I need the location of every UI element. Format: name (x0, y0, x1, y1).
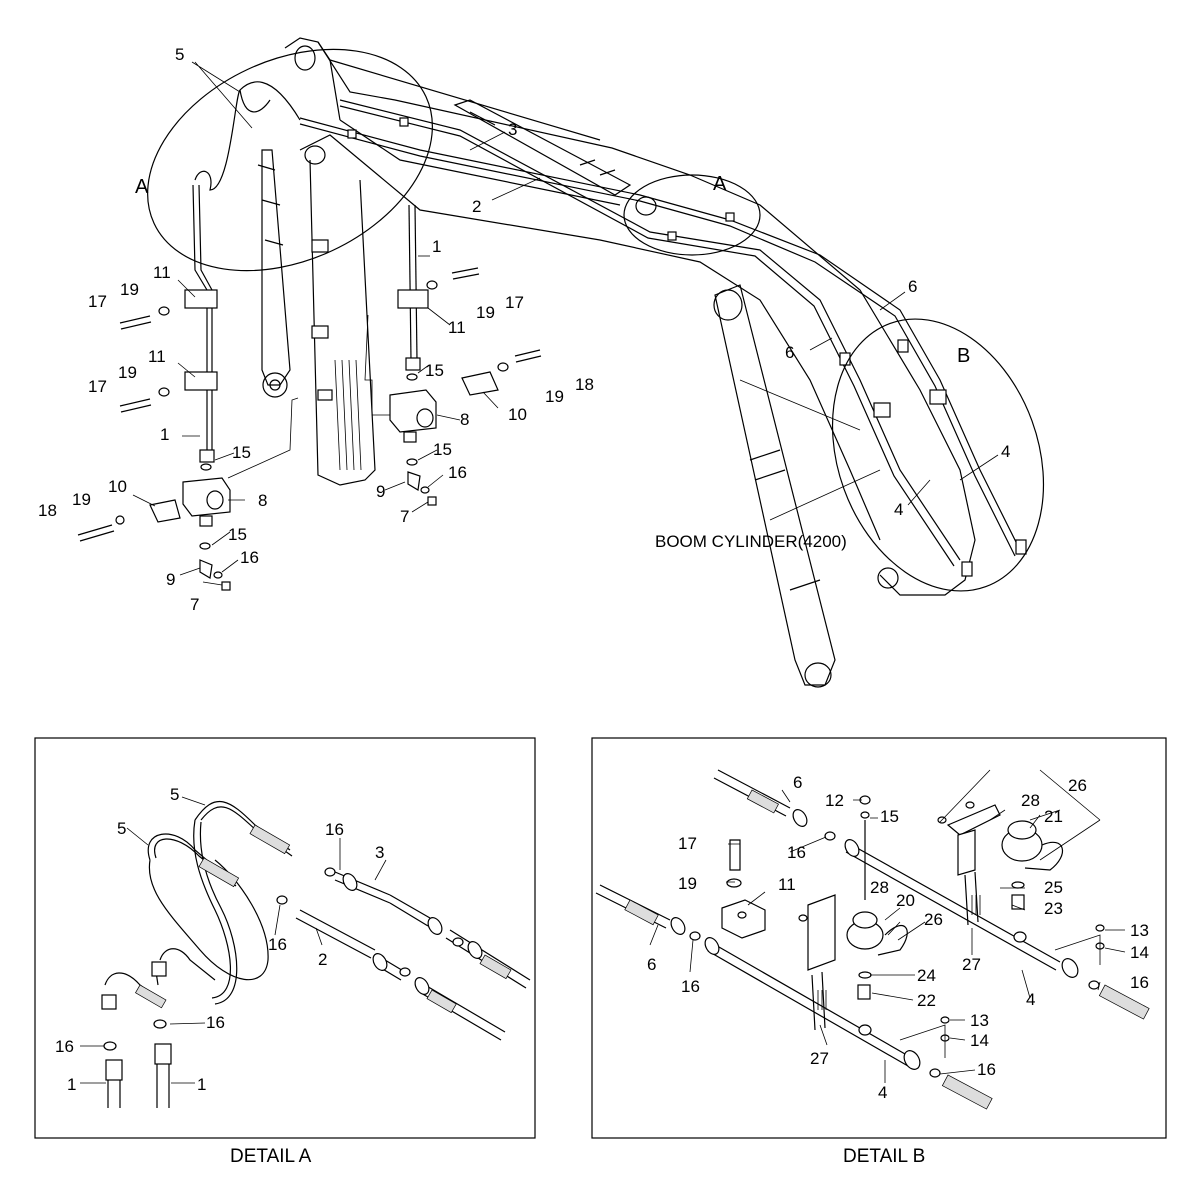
detail-label-b: B (957, 345, 970, 367)
boom-cylinder-label: BOOM CYLINDER(4200) (655, 532, 847, 551)
callout-4-left: 4 (894, 500, 903, 519)
detail-b-caption: DETAIL B (843, 1146, 925, 1167)
detail-a-callout-16-mid: 16 (268, 935, 287, 954)
detail-a-callout-16-top: 16 (325, 820, 344, 839)
detail-a-callout-5-mid: 5 (117, 819, 126, 838)
detail-b-callout-14-low: 14 (970, 1031, 989, 1050)
detail-b-callout-14-top: 14 (1130, 943, 1149, 962)
callout-8-right: 8 (460, 410, 469, 429)
callout-15-a: 15 (425, 361, 444, 380)
left-piping-parts (77, 289, 299, 591)
callout-10-left: 10 (108, 477, 127, 496)
callout-7-b: 7 (190, 595, 199, 614)
detail-b-callout-28-low: 28 (870, 878, 889, 897)
detail-b-callout-27-top: 27 (962, 955, 981, 974)
detail-label-a-left: A (135, 176, 149, 198)
detail-b-callout-19: 19 (678, 874, 697, 893)
detail-b-callout-6-low: 6 (647, 955, 656, 974)
boom-structure (257, 37, 976, 688)
callout-19-d: 19 (545, 387, 564, 406)
callout-17-a: 17 (88, 292, 107, 311)
leader-lines (132, 61, 999, 586)
detail-b-callout-6-top: 6 (793, 773, 802, 792)
detail-b-callout-16-right: 16 (1130, 973, 1149, 992)
main-callouts: 5 3 2 1 1 6 6 4 4 A A B 11 11 11 19 19 1… (38, 45, 1010, 614)
callout-2: 2 (472, 197, 481, 216)
callout-8-left: 8 (258, 491, 267, 510)
callout-9-a: 9 (376, 482, 385, 501)
detail-b-callout-12: 12 (825, 791, 844, 810)
callout-17-b: 17 (505, 293, 524, 312)
callout-19-b: 19 (476, 303, 495, 322)
callout-4-right: 4 (1001, 442, 1010, 461)
detail-b-callout-11: 11 (778, 875, 796, 894)
detail-a-callout-1-left: 1 (67, 1075, 76, 1094)
callout-11-a: 11 (153, 263, 171, 282)
detail-circles (147, 48, 1045, 592)
callout-16-a: 16 (448, 463, 467, 482)
callout-18-a: 18 (575, 375, 594, 394)
detail-b-callout-21: 21 (1044, 807, 1063, 826)
detail-b-callout-24: 24 (917, 966, 936, 985)
detail-b-callout-4-top: 4 (1026, 990, 1035, 1009)
callout-11-b: 11 (448, 318, 466, 337)
callout-16-b: 16 (240, 548, 259, 567)
detail-b: 6 12 15 16 17 19 11 6 16 28 20 26 24 22 … (591, 737, 1167, 1167)
detail-a-callout-3: 3 (375, 843, 384, 862)
detail-a-caption: DETAIL A (230, 1146, 312, 1167)
detail-b-callout-17: 17 (678, 834, 697, 853)
main-assembly: 5 3 2 1 1 6 6 4 4 A A B 11 11 11 19 19 1… (38, 37, 1045, 688)
detail-a-callouts: 16 3 2 5 5 16 16 16 1 1 (55, 785, 387, 1094)
detail-b-callout-22: 22 (917, 991, 936, 1010)
detail-b-callout-13-low: 13 (970, 1011, 989, 1030)
callout-11-c: 11 (148, 347, 166, 366)
callout-17-c: 17 (88, 377, 107, 396)
detail-b-callout-16-top: 16 (787, 843, 806, 862)
detail-b-callout-26-top: 26 (1068, 776, 1087, 795)
detail-b-callout-15: 15 (880, 807, 899, 826)
detail-a-callout-2: 2 (318, 950, 327, 969)
detail-a-callout-16-left: 16 (55, 1037, 74, 1056)
right-piping-parts (364, 267, 542, 506)
callout-1: 1 (432, 237, 441, 256)
detail-b-callout-23: 23 (1044, 899, 1063, 918)
detail-label-a-right: A (713, 173, 727, 195)
callout-19-a: 19 (120, 280, 139, 299)
callout-19-e: 19 (72, 490, 91, 509)
detail-b-callout-28-top: 28 (1021, 791, 1040, 810)
callout-7-a: 7 (400, 507, 409, 526)
detail-b-callout-20: 20 (896, 891, 915, 910)
callout-9-b: 9 (166, 570, 175, 589)
detail-a-callout-16-low: 16 (206, 1013, 225, 1032)
detail-b-callout-26-low: 26 (924, 910, 943, 929)
detail-b-callout-4-low: 4 (878, 1083, 887, 1102)
callout-15-b: 15 (232, 443, 251, 462)
callout-6-upper: 6 (908, 277, 917, 296)
detail-a-callout-5-top: 5 (170, 785, 179, 804)
hydraulic-pipes (192, 81, 1027, 577)
callout-5: 5 (175, 45, 184, 64)
detail-a: 16 3 2 5 5 16 16 16 1 1 DETAIL A (34, 737, 536, 1167)
detail-b-callout-16-low: 16 (977, 1060, 996, 1079)
detail-b-callout-27-low: 27 (810, 1049, 829, 1068)
detail-b-callout-25: 25 (1044, 878, 1063, 897)
detail-b-callout-13-top: 13 (1130, 921, 1149, 940)
detail-b-frame (591, 737, 1167, 1139)
detail-a-callout-1-right: 1 (197, 1075, 206, 1094)
callout-18-b: 18 (38, 501, 57, 520)
detail-a-frame (34, 737, 536, 1139)
callout-6-lower: 6 (785, 343, 794, 362)
callout-3: 3 (508, 120, 517, 139)
detail-b-callouts: 6 12 15 16 17 19 11 6 16 28 20 26 24 22 … (647, 773, 1149, 1102)
callout-15-c: 15 (433, 440, 452, 459)
callout-15-d: 15 (228, 525, 247, 544)
detail-b-callout-16-left: 16 (681, 977, 700, 996)
callout-19-c: 19 (118, 363, 137, 382)
callout-10-right: 10 (508, 405, 527, 424)
callout-1-left: 1 (160, 425, 169, 444)
